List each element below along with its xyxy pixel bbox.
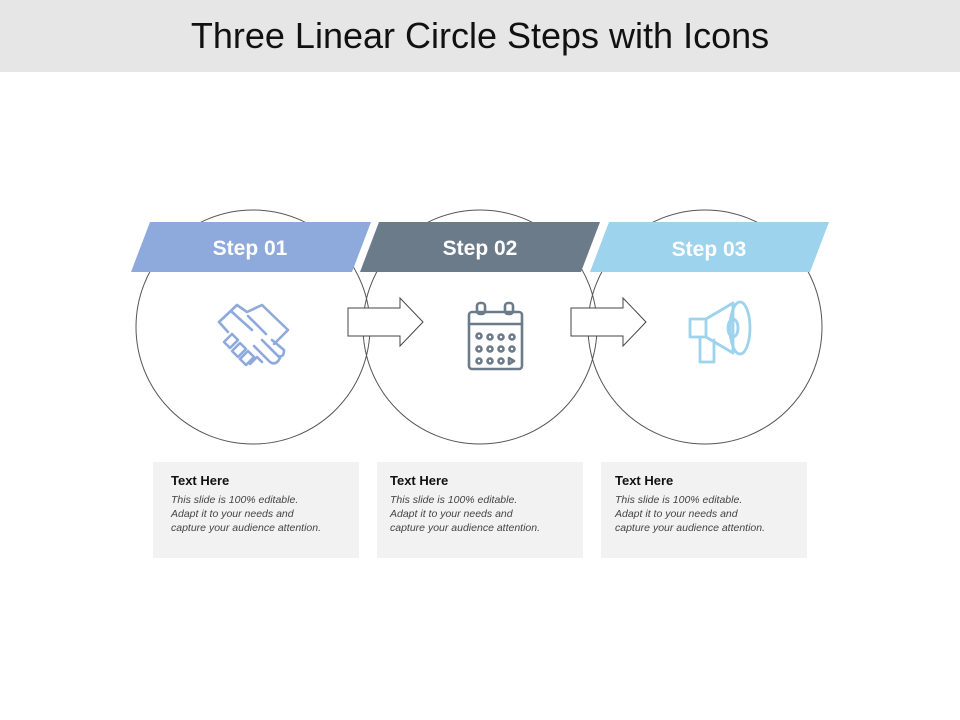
step-1-body: This slide is 100% editable. Adapt it to…: [171, 494, 322, 534]
step-2-banner: [360, 222, 600, 272]
step-3-label: Step 03: [672, 238, 747, 261]
megaphone-icon: [688, 300, 752, 364]
step-3-text-box: Text Here This slide is 100% editable. A…: [601, 462, 807, 558]
step-2-text-box: Text Here This slide is 100% editable. A…: [377, 462, 583, 558]
step-1-text-box: Text Here This slide is 100% editable. A…: [153, 462, 359, 558]
title-bar: Three Linear Circle Steps with Icons: [0, 0, 960, 72]
step-1-banner: [131, 222, 371, 272]
arrow-right-icon: [570, 296, 647, 348]
handshake-icon: [217, 303, 290, 367]
step-2-label: Step 02: [443, 237, 518, 260]
step-3-body: This slide is 100% editable. Adapt it to…: [615, 494, 766, 534]
step-2-body: This slide is 100% editable. Adapt it to…: [390, 494, 541, 534]
step-3-banner: [590, 222, 829, 272]
calendar-icon: [467, 301, 524, 371]
step-3-heading: Text Here: [615, 473, 674, 488]
arrow-right-icon: [347, 296, 424, 348]
step-2-heading: Text Here: [390, 473, 449, 488]
step-1-label: Step 01: [213, 237, 288, 260]
step-1-heading: Text Here: [171, 473, 230, 488]
page-title: Three Linear Circle Steps with Icons: [190, 15, 770, 56]
